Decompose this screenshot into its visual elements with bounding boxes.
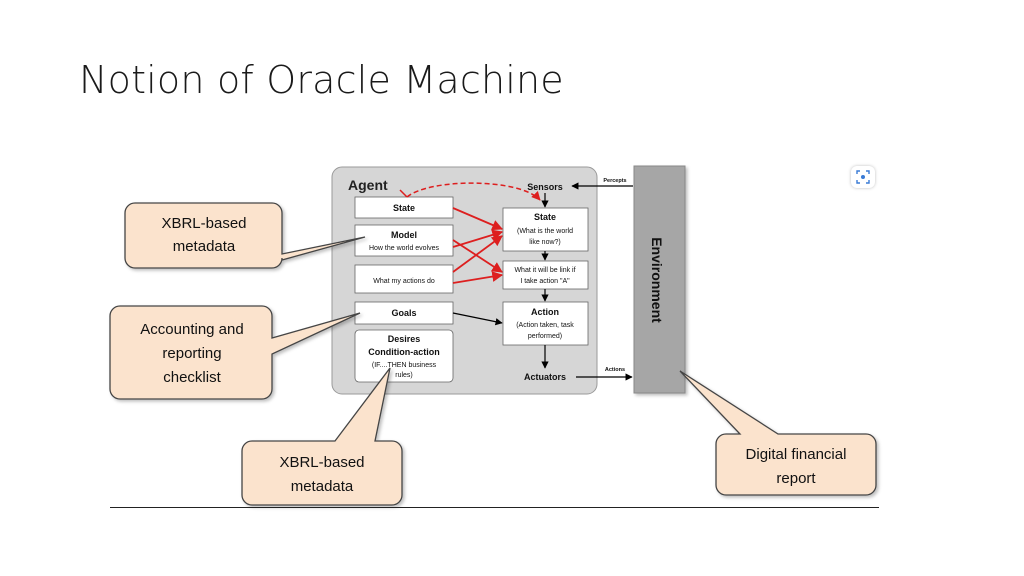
callout-accounting — [109, 305, 361, 400]
actuators-label: Actuators — [524, 372, 566, 382]
percepts-label: Percepts — [603, 178, 626, 184]
slide-title: Notion of Oracle Machine — [79, 58, 564, 102]
bottom-divider — [110, 507, 879, 508]
goals-box-label: Goals — [391, 308, 416, 318]
environment-label: Environment — [649, 237, 665, 323]
desires-box-line1: Desires — [388, 334, 421, 344]
red-arrow-actions-to-state — [452, 235, 503, 273]
action-box-line2: performed) — [528, 333, 562, 340]
what-if-line1: What it will be link if — [514, 267, 575, 274]
model-box-title: Model — [391, 230, 417, 240]
callout-xbrl-top — [124, 202, 366, 269]
desires-box-line4: rules) — [395, 372, 413, 379]
desires-box — [354, 329, 454, 383]
desires-box-line2: Condition-action — [368, 347, 440, 357]
actions-box — [354, 264, 454, 294]
red-arrow-state-to-state — [452, 207, 503, 231]
environment-bar — [633, 165, 686, 394]
model-box — [354, 224, 454, 257]
callout-digital-line2: report — [776, 470, 816, 487]
screen-capture-button[interactable] — [851, 166, 875, 188]
agent-title: Agent — [348, 177, 388, 193]
state-box-right-title: State — [534, 212, 556, 222]
red-arrow-model-to-whatif — [452, 239, 503, 273]
action-box-line1: (Action taken, task — [516, 322, 574, 329]
desires-box-line3: (IF....THEN business — [372, 362, 437, 369]
red-dashed-loop — [406, 182, 541, 201]
callout-xbrl-bottom-line1: XBRL-based — [279, 454, 364, 471]
callout-xbrl-top-line1: XBRL-based — [161, 215, 246, 232]
state-box-left-label: State — [393, 203, 415, 213]
actions-box-label: What my actions do — [373, 278, 435, 285]
callout-xbrl-top-line2: metadata — [173, 238, 236, 255]
red-arrow-actions-to-whatif — [452, 271, 504, 284]
action-box-title: Action — [531, 307, 559, 317]
sensors-label: Sensors — [527, 182, 563, 192]
state-box-right-line2: like now?) — [529, 239, 561, 246]
callout-accounting-line1: Accounting and — [140, 321, 243, 338]
callout-accounting-line2: reporting — [162, 345, 221, 362]
what-if-line2: I take action "A" — [520, 278, 570, 285]
arrow-goals-to-action — [452, 312, 503, 326]
callout-xbrl-bottom-line2: metadata — [291, 478, 354, 495]
actions-label: Actions — [605, 367, 625, 373]
callout-digital-line1: Digital financial — [746, 446, 847, 463]
state-box-right-line1: (What is the world — [517, 228, 573, 235]
callout-xbrl-bottom — [241, 367, 403, 506]
callout-digital-report — [679, 370, 877, 496]
model-box-subtitle: How the world evolves — [369, 245, 440, 252]
red-dashed-loop-tail — [399, 189, 408, 198]
screen-capture-icon — [856, 170, 870, 184]
state-box-left — [354, 196, 454, 219]
state-box-right — [502, 207, 589, 252]
callout-accounting-line3: checklist — [163, 369, 221, 386]
